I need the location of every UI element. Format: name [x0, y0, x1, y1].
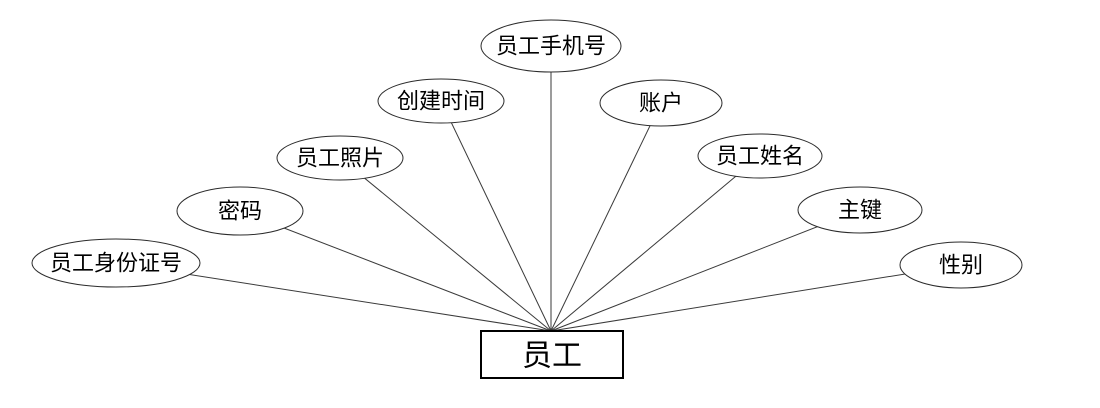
attribute-ellipse — [276, 135, 404, 181]
connector-line — [550, 264, 962, 332]
attribute-label: 员工姓名 — [716, 144, 804, 169]
attribute-label: 员工照片 — [296, 146, 384, 171]
attribute-ellipse — [797, 186, 923, 234]
attribute-ellipse — [377, 78, 505, 124]
attribute-label: 账户 — [639, 91, 683, 116]
attribute-create-time: 创建时间 — [377, 78, 505, 124]
attribute-gender: 性别 — [899, 241, 1023, 289]
attribute-label: 密码 — [218, 199, 262, 224]
attribute-employee-photo: 员工照片 — [276, 135, 404, 181]
connector-line — [550, 102, 662, 332]
entity-label: 员工 — [522, 340, 582, 373]
attribute-employee-phone: 员工手机号 — [480, 19, 622, 73]
attribute-label: 员工手机号 — [496, 34, 606, 59]
attribute-label: 主键 — [838, 198, 882, 223]
attribute-employee-name: 员工姓名 — [697, 133, 823, 179]
connector-line — [550, 155, 761, 332]
attribute-ellipse — [31, 238, 201, 288]
attribute-employee-id-number: 员工身份证号 — [31, 238, 201, 288]
attribute-label: 员工身份证号 — [50, 251, 182, 276]
entity-rect — [480, 330, 624, 379]
connector-lines — [115, 46, 962, 332]
connector-line — [339, 157, 552, 332]
attribute-ellipse — [599, 79, 723, 127]
attribute-ellipse — [480, 19, 622, 73]
attribute-password: 密码 — [176, 186, 304, 236]
attribute-primary-key: 主键 — [797, 186, 923, 234]
attribute-ellipse — [697, 133, 823, 179]
entity-employee: 员工 — [480, 330, 624, 379]
attribute-account: 账户 — [599, 79, 723, 127]
attribute-ellipse — [176, 186, 304, 236]
connector-line — [440, 100, 552, 332]
attribute-label: 创建时间 — [397, 89, 485, 114]
connector-line — [550, 209, 861, 332]
connector-line — [239, 210, 552, 332]
attribute-ellipse — [899, 241, 1023, 289]
attribute-label: 性别 — [939, 253, 983, 278]
